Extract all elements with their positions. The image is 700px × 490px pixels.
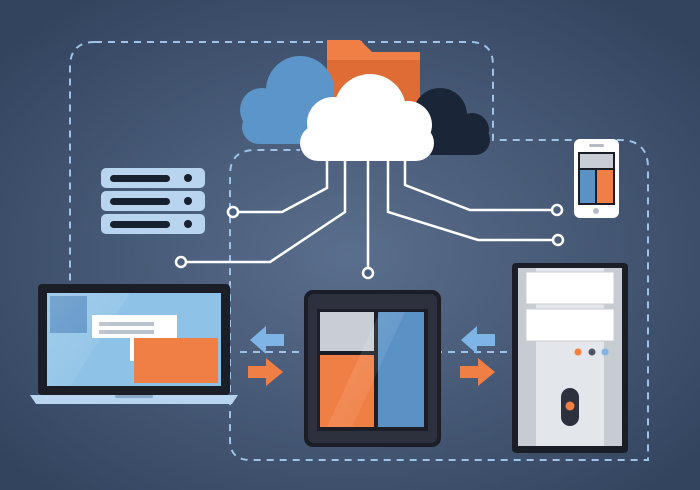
arrow-right-icon: [460, 358, 495, 386]
arrow-left-icon: [461, 326, 495, 354]
connector-nodes: [174, 203, 565, 280]
server-unit: [101, 214, 205, 234]
server-unit: [101, 168, 205, 188]
server-rack-icon: [101, 168, 205, 234]
cloud-icon: [240, 56, 490, 161]
server-unit: [101, 191, 205, 211]
tablet-icon: [304, 290, 441, 447]
arrow-right-icon: [248, 358, 283, 386]
cloud-connectors: [181, 160, 558, 273]
arrow-left-icon: [250, 326, 284, 354]
desktop-tower-icon: [512, 263, 628, 453]
smartphone-icon: [574, 139, 619, 218]
sync-arrows: [248, 326, 495, 386]
laptop-icon: [30, 284, 238, 404]
white-cloud: [300, 74, 434, 161]
